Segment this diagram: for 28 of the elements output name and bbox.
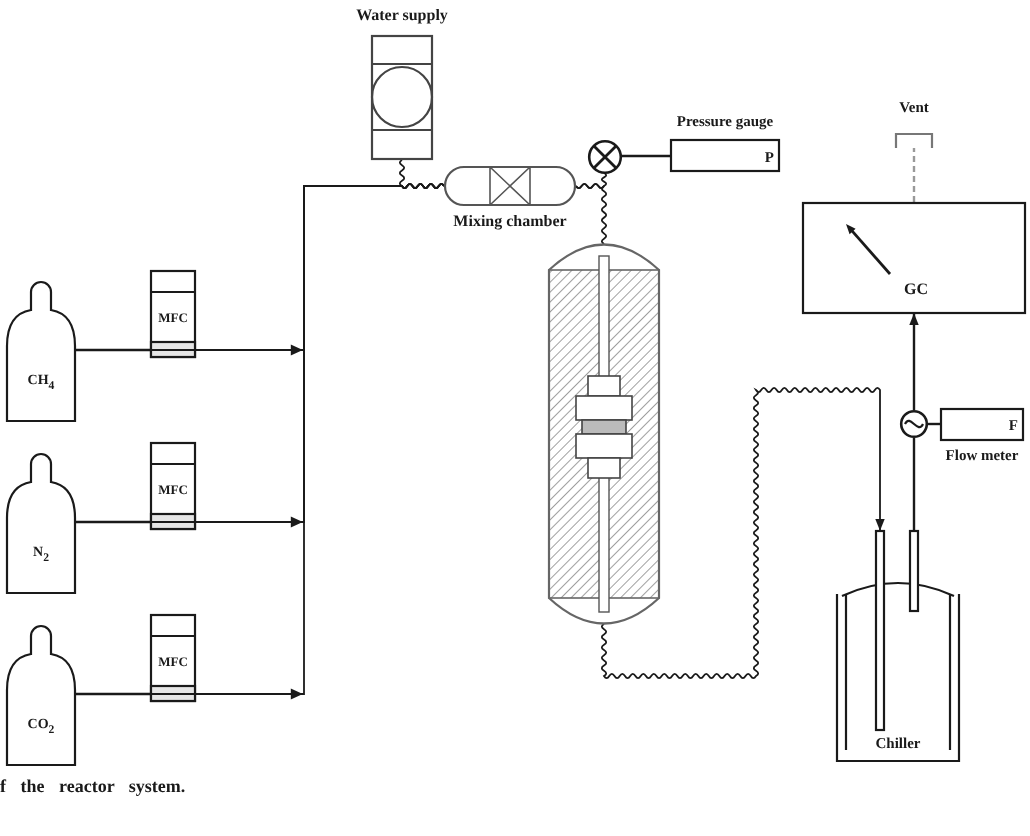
instrument-box (802, 202, 1026, 314)
gauge-box (670, 114, 780, 172)
component-label: Water supply (356, 8, 448, 25)
line (76, 692, 150, 696)
controller-box (150, 442, 196, 530)
wavy-arrow (600, 386, 885, 680)
figure-caption: f the reactor system. (0, 778, 186, 798)
wavy-line (575, 182, 608, 245)
controller-box (150, 270, 196, 358)
flowmeter-symbol (900, 410, 928, 438)
dashed-line (912, 148, 916, 202)
line (76, 348, 150, 352)
controller-box (150, 614, 196, 702)
water-tank (352, 8, 452, 160)
line (621, 154, 670, 158)
gas-cylinder (6, 282, 76, 422)
gas-cylinder (6, 454, 76, 594)
arrow (909, 313, 919, 410)
reactor-drawing (548, 244, 660, 624)
instrument-label: GC (904, 282, 928, 299)
component-label: Mixing chamber (453, 214, 567, 231)
line (912, 438, 916, 530)
line (76, 520, 150, 524)
chiller-vessel (836, 530, 960, 762)
valve-symbol (587, 139, 621, 173)
gas-cylinder (6, 626, 76, 766)
mixing-chamber (444, 166, 576, 234)
wavy-line (398, 159, 445, 190)
